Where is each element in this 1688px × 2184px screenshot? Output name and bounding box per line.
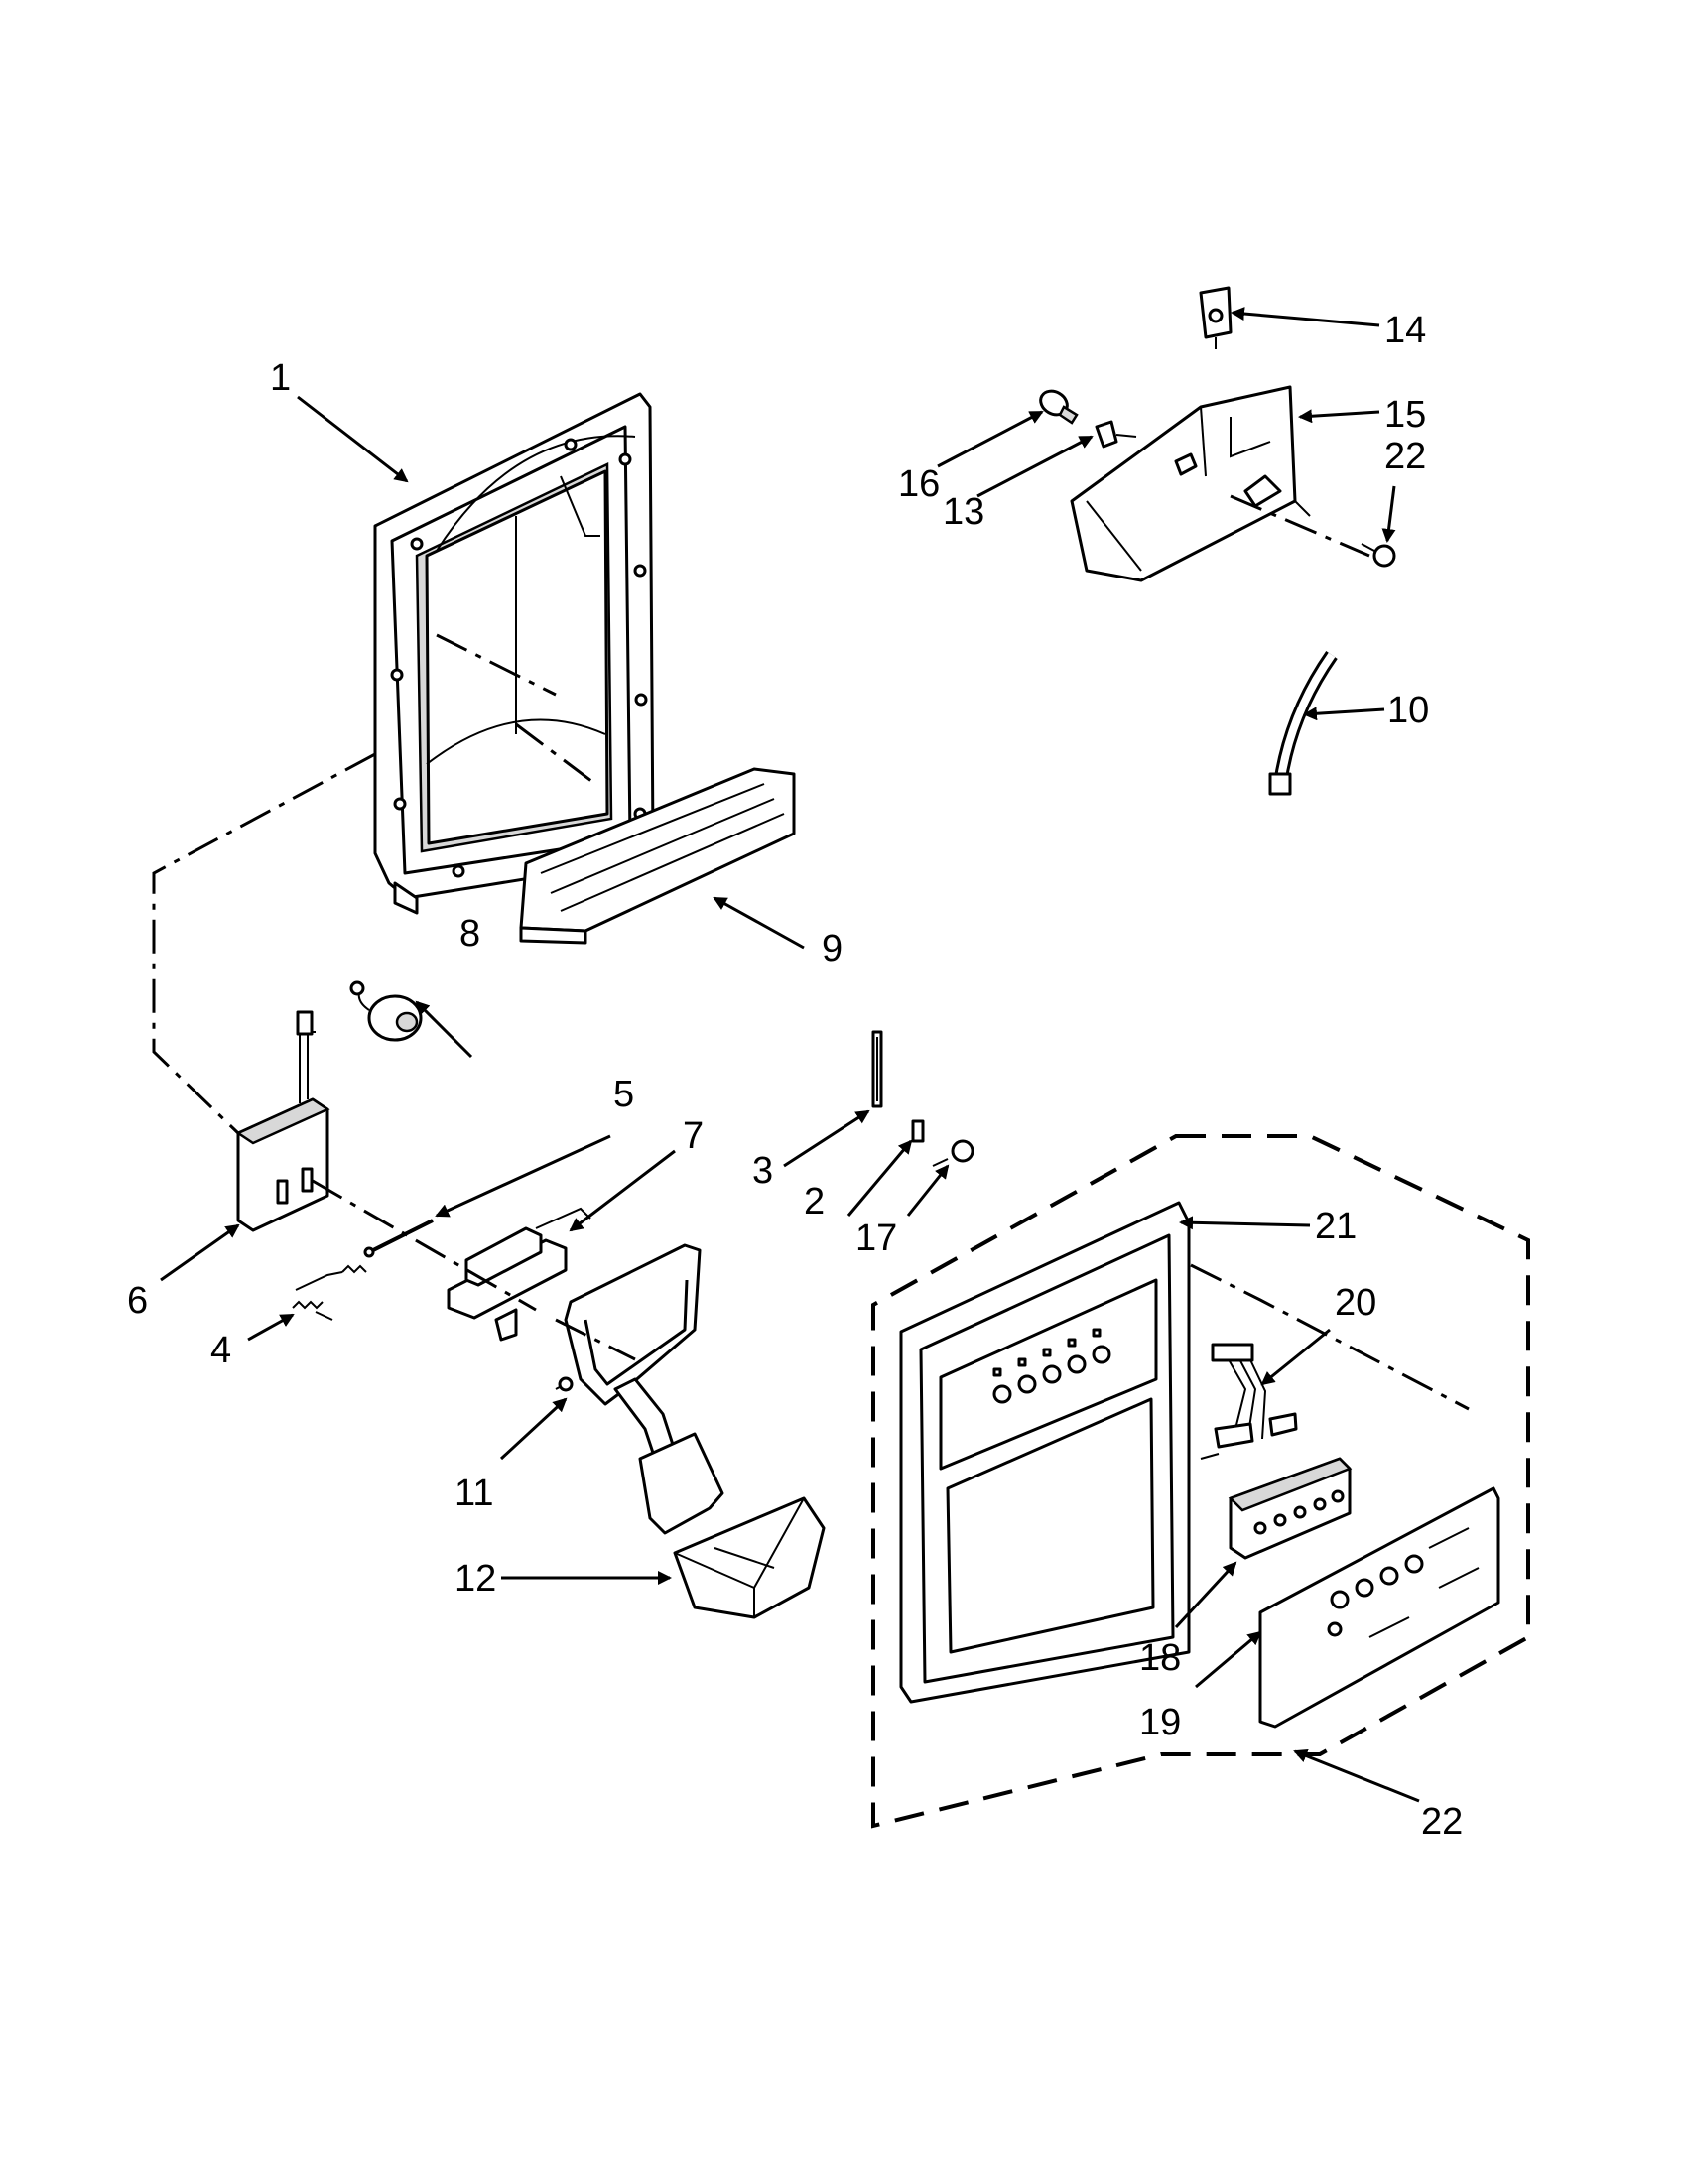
- callout-19: 19: [1139, 1702, 1181, 1743]
- part-7-lever-bracket: [447, 1207, 591, 1342]
- callout-5: 5: [613, 1074, 634, 1115]
- callout-9: 9: [822, 928, 843, 969]
- callout-11: 11: [454, 1473, 493, 1514]
- part-4-spring: [292, 1264, 367, 1321]
- part-10-water-tube: [1268, 650, 1338, 796]
- part-15-lamp-bracket: [1070, 385, 1311, 582]
- callout-17: 17: [855, 1218, 897, 1259]
- callout-22-kit: 22: [1421, 1801, 1463, 1843]
- part-5-pin: [363, 1219, 434, 1258]
- part-19-control-overlay: [1258, 1486, 1500, 1729]
- part-16-lamp-bulb: [1039, 389, 1079, 425]
- part-1-dispenser-housing: [373, 392, 655, 915]
- part-20-wire-harness: [1200, 1343, 1298, 1460]
- part-3-switch-clip: [871, 1030, 883, 1108]
- part-12-ice-funnel: [673, 1496, 826, 1619]
- callout-labels: 1 2 3 4 5 6 7 8 9 10 11 12 13 14 15 16 1…: [127, 310, 1463, 1843]
- part-8-lamp-socket: [349, 980, 423, 1042]
- part-17-screw: [932, 1139, 974, 1167]
- callout-13: 13: [943, 491, 984, 533]
- callout-4: 4: [210, 1330, 231, 1371]
- part-9-drip-tray: [519, 767, 796, 945]
- part-18-control-board: [1228, 1457, 1353, 1560]
- callout-12: 12: [454, 1558, 496, 1600]
- part-21-front-panel: [899, 1201, 1191, 1704]
- callout-18: 18: [1139, 1637, 1181, 1679]
- leader-lines: [160, 307, 1420, 1803]
- callout-15: 15: [1384, 394, 1426, 436]
- part-6-switch-module: [235, 1010, 330, 1232]
- callout-10: 10: [1387, 690, 1429, 731]
- callout-22-top: 22: [1384, 436, 1426, 477]
- callout-16: 16: [898, 463, 940, 505]
- callout-20: 20: [1335, 1282, 1376, 1324]
- callout-7: 7: [683, 1115, 704, 1157]
- callout-14: 14: [1384, 310, 1426, 351]
- callout-3: 3: [752, 1150, 773, 1192]
- callout-2: 2: [804, 1181, 825, 1222]
- assembly-lines: [152, 494, 1470, 1411]
- part-11-dispenser-lever: [555, 1243, 724, 1535]
- part-22-screw-top: [1361, 543, 1396, 568]
- callout-6: 6: [127, 1280, 148, 1322]
- part-22-kit-outline: [871, 1134, 1530, 1829]
- part-13-lamp-socket: [1095, 420, 1137, 449]
- callout-21: 21: [1315, 1206, 1357, 1247]
- callout-1: 1: [270, 357, 291, 399]
- part-14-switch: [1199, 286, 1233, 349]
- part-2-bracket-clip: [911, 1119, 925, 1143]
- callout-8: 8: [459, 913, 480, 955]
